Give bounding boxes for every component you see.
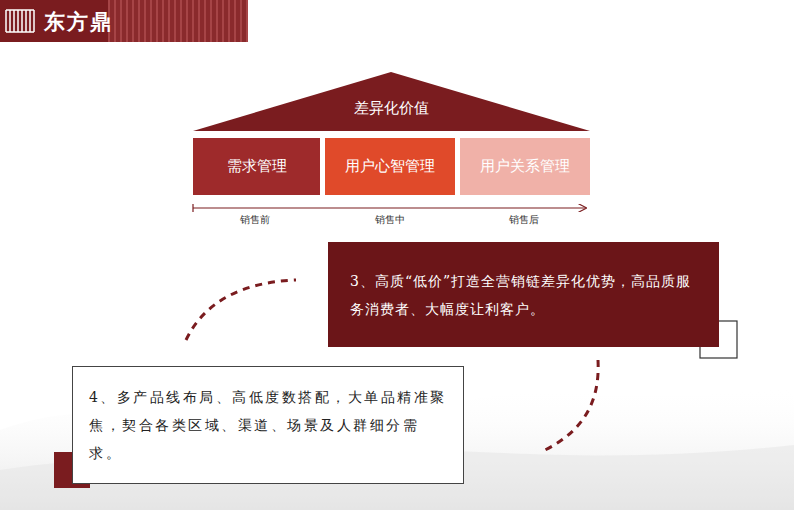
- roof-triangle: [193, 72, 590, 131]
- stage-box: 用户关系管理: [460, 138, 590, 195]
- roof-label: 差异化价值: [193, 88, 590, 130]
- logo-stripes: [108, 0, 248, 42]
- note-text: 3、高质“低价”打造全营销链差异化优势，高品质服务消费者、大幅度让利客户。: [350, 267, 697, 323]
- timeline-label: 销售前: [240, 213, 270, 227]
- box-label: 差异化价值: [193, 99, 590, 119]
- stage-box: 需求管理: [193, 138, 320, 195]
- logo-text: 东方鼎: [44, 8, 113, 36]
- logo-mark: [6, 10, 34, 32]
- timeline-label: 销售后: [509, 213, 539, 227]
- box-label: 需求管理: [197, 157, 316, 177]
- note-box: 3、高质“低价”打造全营销链差异化优势，高品质服务消费者、大幅度让利客户。: [328, 242, 719, 347]
- note-box: 4、多产品线布局、高低度数搭配，大单品精准聚焦，契合各类区域、渠道、场景及人群细…: [72, 366, 464, 484]
- dashed-arc: [545, 360, 598, 450]
- timeline-label: 销售中: [375, 213, 405, 227]
- box-label: 用户心智管理: [329, 157, 451, 177]
- timeline-tick: [192, 204, 193, 212]
- timeline-arrow: [193, 207, 586, 208]
- dashed-arc: [186, 280, 296, 340]
- box-label: 用户关系管理: [464, 157, 586, 177]
- stage-box: 用户心智管理: [325, 138, 455, 195]
- note-text: 4、多产品线布局、高低度数搭配，大单品精准聚焦，契合各类区域、渠道、场景及人群细…: [89, 383, 447, 467]
